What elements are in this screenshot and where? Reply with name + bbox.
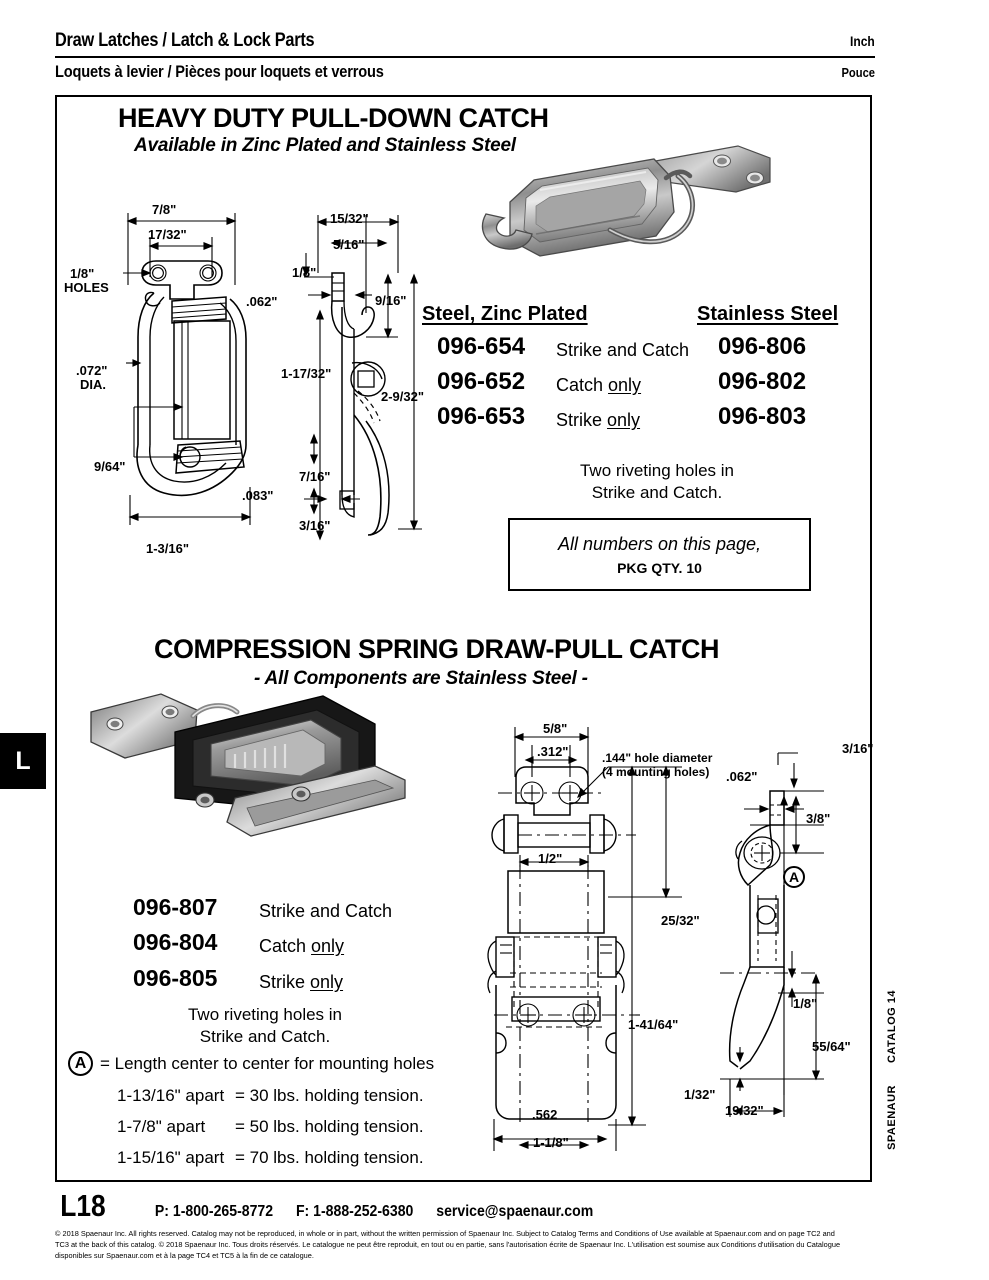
dim-312: .312" [537,744,569,759]
brand-label: SPAENAUR [886,1085,898,1150]
tension-distance-3: 1-15/16" apart [117,1148,225,1167]
pkg-note-line1: All numbers on this page, [557,533,762,554]
dim-7-16: 7/16" [299,469,331,484]
dim-17-32: 17/32" [148,227,187,242]
header-subtitle-fr: Loquets à levier / Pièces pour loquets e… [55,62,384,81]
page-number: L18 [60,1188,106,1223]
dim-1-41-64: 1-41/64" [628,1017,679,1032]
compression-catch-side-view-drawing [720,735,880,1140]
dim-1-17-32: 1-17/32" [281,366,332,381]
tension-value-3: = 70 lbs. holding tension. [235,1148,424,1167]
dim-side-3-16: 3/16" [299,518,331,533]
tension-row-3: 1-15/16" apart = 70 lbs. holding tension… [117,1148,424,1168]
header-unit-fr: Pouce [841,65,875,80]
pull-down-catch-side-view-drawing [290,195,440,560]
dim-072: .072" [76,363,108,378]
part-desc-3: Strike only [556,410,641,430]
section1-riveting-note: Two riveting holes in Strike and Catch. [579,461,735,502]
section2-part-desc-1: Strike and Catch [259,901,393,921]
dim-083: .083" [242,488,274,503]
content-frame [55,95,872,1182]
dim-hole-size: 1/8" [70,266,95,281]
footer-phone: P: 1-800-265-8772 [154,1203,274,1220]
dim-5-8: 5/8" [543,721,568,736]
header-unit-en: Inch [850,33,875,49]
tension-distance-2: 1-7/8" apart [117,1117,206,1136]
dim-19-32: 19/32" [725,1103,764,1118]
legal-line-2: TC3 at the back of this catalog. © 2018 … [55,1239,841,1249]
dim-right-1-8: 1/8" [793,996,818,1011]
section2-title: COMPRESSION SPRING DRAW-PULL CATCH [154,634,719,664]
section1-subtitle: Available in Zinc Plated and Stainless S… [134,135,516,156]
tension-value-2: = 50 lbs. holding tension. [235,1117,424,1136]
section2-riveting-note: Two riveting holes in Strike and Catch. [187,1005,343,1046]
dim-562: .562 [532,1107,558,1122]
dim-hole-label: HOLES [64,280,109,295]
section2-subtitle: - All Components are Stainless Steel - [254,668,588,689]
section1-col1-header: Steel, Zinc Plated [422,303,588,325]
dim-right-062: .062" [726,769,758,784]
dim-9-64: 9/64" [94,459,126,474]
dim-55-64: 55/64" [812,1039,851,1054]
legal-line-3: disponibles sur Spaenaur.com et à la pag… [55,1250,314,1260]
part-number-ss-2: 096-802 [718,368,807,395]
dim-right-3-16: 3/16" [842,741,874,756]
dim-hole-diameter: .144" hole diameter [602,751,713,765]
package-quantity-box: All numbers on this page, PKG QTY. 10 [508,518,811,591]
dim-2-9-32: 2-9/32" [381,389,425,404]
page-footer: L18 P: 1-800-265-8772 F: 1-888-252-6380 … [55,1188,935,1261]
dim-1-3-16: 1-3/16" [146,541,190,556]
dim-1-2: 1/2" [538,851,563,866]
section-tab-l: L [0,733,46,789]
dim-7-8: 7/8" [152,202,177,217]
part-number-zinc-2: 096-652 [437,368,526,395]
dim-3-8: 3/8" [806,811,831,826]
section2-part-desc-2: Catch only [259,936,345,956]
section1-col2-header: Stainless Steel [697,303,839,325]
dim-25-32: 25/32" [661,913,700,928]
tension-distance-1: 1-13/16" apart [117,1086,225,1105]
part-number-ss-1: 096-806 [718,333,807,360]
dim-dia: DIA. [80,377,106,392]
compression-catch-front-view-drawing [460,715,710,1160]
dim-1-32: 1/32" [684,1087,716,1102]
dim-5-16: 5/16" [333,237,365,252]
tension-row-2: 1-7/8" apart = 50 lbs. holding tension. [117,1117,424,1137]
tension-value-1: = 30 lbs. holding tension. [235,1086,424,1105]
pull-down-catch-photo [470,140,820,295]
section2-part-number-3: 096-805 [133,965,218,991]
header-title: Draw Latches / Latch & Lock Parts [55,30,315,51]
legal-line-1: © 2018 Spaenaur Inc. All rights reserved… [55,1229,835,1238]
a-badge-drawing-icon: A [783,866,805,888]
part-number-zinc-3: 096-653 [437,403,526,430]
catalog-edition-label: CATALOG 14 [886,990,898,1064]
dim-mounting-holes: (4 mounting holes) [602,765,710,779]
a-legend-row: A = Length center to center for mounting… [68,1051,434,1076]
header-divider [55,56,875,58]
part-desc-2: Catch only [556,375,642,395]
compression-spring-catch-photo [75,688,425,873]
dim-side-1-8: 1/8" [292,265,317,280]
footer-fax: F: 1-888-252-6380 [295,1203,414,1220]
footer-email[interactable]: service@spaenaur.com [436,1203,594,1220]
dim-062: .062" [246,294,278,309]
a-badge-icon: A [68,1051,93,1076]
part-number-zinc-1: 096-654 [437,333,526,360]
pkg-note-line2: PKG QTY. 10 [617,559,702,576]
tension-row-1: 1-13/16" apart = 30 lbs. holding tension… [117,1086,424,1106]
section1-title: HEAVY DUTY PULL-DOWN CATCH [118,103,549,133]
dim-1-1-8-arrow [480,1128,620,1155]
section2-part-desc-3: Strike only [259,972,344,992]
pull-down-catch-front-view-drawing [90,195,290,560]
page-header: Draw Latches / Latch & Lock Parts Inch L… [55,30,875,82]
legal-notice: © 2018 Spaenaur Inc. All rights reserved… [55,1229,909,1261]
part-desc-1: Strike and Catch [556,340,690,360]
section2-part-number-2: 096-804 [133,929,218,955]
dim-9-16: 9/16" [375,293,407,308]
a-legend-text: = Length center to center for mounting h… [100,1053,435,1073]
part-number-ss-3: 096-803 [718,403,807,430]
dim-15-32: 15/32" [330,211,369,226]
section2-part-number-1: 096-807 [133,894,218,920]
